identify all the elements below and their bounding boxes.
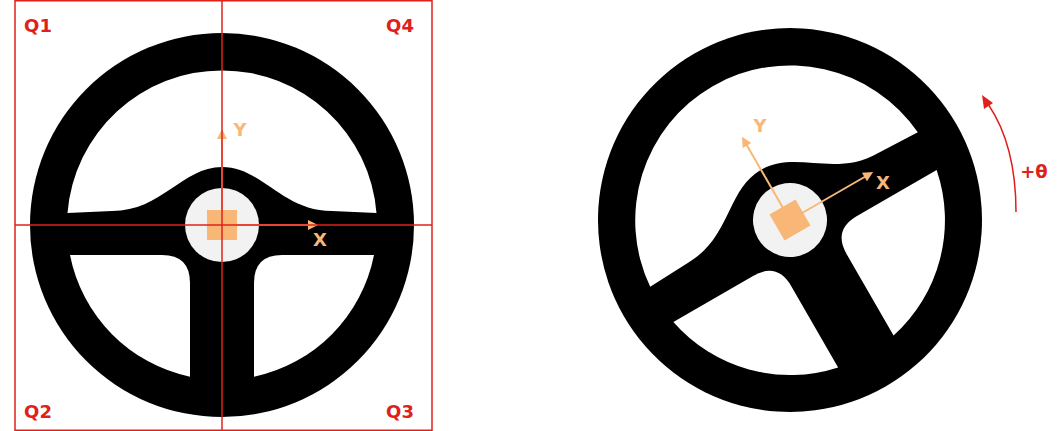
rotation-label: +θ	[1020, 163, 1047, 181]
quadrant-label: Q1	[24, 17, 52, 35]
quadrant-label: Q3	[386, 403, 414, 421]
axis-label: X	[313, 231, 327, 249]
axis-label: Y	[753, 117, 766, 135]
axis-label: X	[876, 174, 890, 192]
quadrant-label: Q4	[386, 17, 414, 35]
axis-label: Y	[233, 121, 246, 139]
rotation-arrow	[982, 95, 1016, 212]
quadrant-grid	[15, 0, 432, 431]
quadrant-label: Q2	[24, 403, 52, 421]
rotated-steering-wheel	[528, 0, 1053, 431]
